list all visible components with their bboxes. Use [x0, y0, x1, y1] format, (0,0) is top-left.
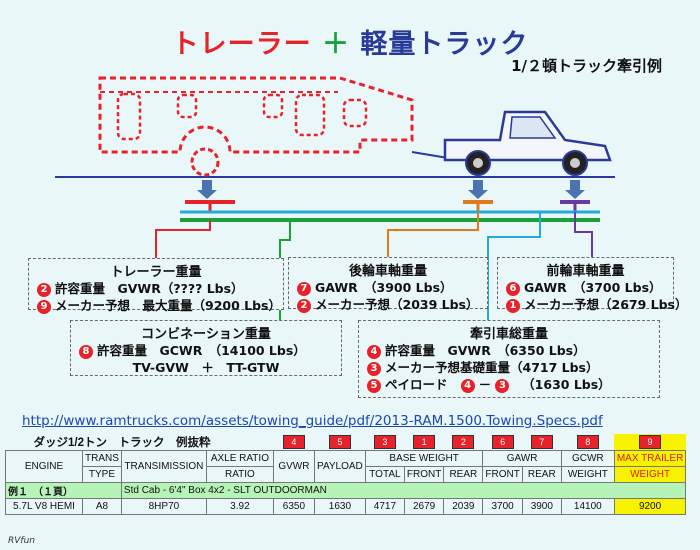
hitch: [412, 152, 448, 158]
col-header: FRONT: [483, 467, 522, 483]
box-heading: コンビネーション重量: [71, 323, 341, 342]
number-badge: 9: [639, 435, 661, 449]
table-cell: 5.7L V8 HEMI: [6, 499, 83, 515]
box-row: TV-GVW ＋ TT-GTW: [71, 359, 341, 376]
col-header: WEIGHT: [561, 467, 614, 483]
col-header: FRONT: [404, 467, 443, 483]
col-header: ENGINE: [6, 451, 83, 483]
col-header: TRANSIMISSION: [121, 451, 206, 483]
col-header: REAR: [522, 467, 561, 483]
number-badge: 5: [367, 379, 381, 393]
number-badge: 3: [495, 379, 509, 393]
box-heading: 前輪車軸重量: [498, 260, 673, 279]
number-badge: 1: [506, 299, 520, 313]
col-header: RATIO: [206, 467, 273, 483]
number-badge: 4: [461, 379, 475, 393]
table-cell: 6350: [273, 499, 314, 515]
box-heading: トレーラー重量: [29, 261, 283, 280]
col-header: TYPE: [83, 467, 122, 483]
col-header: TOTAL: [365, 467, 404, 483]
number-badge: 2: [37, 283, 51, 297]
col-header: REAR: [444, 467, 483, 483]
spec-table-wrap: ダッジ1/2トン トラック 例抜粋 4 5 3 1 2 6 7 8 9 ENGI…: [5, 434, 686, 515]
table-cell: A8: [83, 499, 122, 515]
arrow-down-icon: [197, 180, 217, 199]
trailer-window: [344, 100, 366, 126]
table-cell: 4717: [365, 499, 404, 515]
col-header: GAWR: [483, 451, 561, 467]
spec-table: ダッジ1/2トン トラック 例抜粋 4 5 3 1 2 6 7 8 9 ENGI…: [5, 434, 686, 515]
col-header: PAYLOAD: [314, 451, 365, 483]
table-cell: 8HP70: [121, 499, 206, 515]
box-heading: 後輪車軸重量: [289, 260, 487, 279]
trailer-window: [178, 95, 196, 117]
truck-hub: [473, 158, 483, 168]
truck-hub: [570, 158, 580, 168]
table-cell: 3700: [483, 499, 522, 515]
number-badge: 5: [329, 435, 351, 449]
trailer-window: [296, 95, 324, 135]
number-badge: 8: [79, 345, 93, 359]
table-cell: 2679: [404, 499, 443, 515]
col-header: GCWR: [561, 451, 614, 467]
table-caption: ダッジ1/2トン トラック 例抜粋: [6, 434, 274, 451]
col-header: GVWR: [273, 451, 314, 483]
number-badge: 3: [367, 362, 381, 376]
number-badge: 4: [367, 345, 381, 359]
number-badge: 2: [297, 299, 311, 313]
number-badge: 1: [413, 435, 435, 449]
number-badge: 6: [506, 282, 520, 296]
table-cell: 1630: [314, 499, 365, 515]
example-label: 例１ （１頁）: [6, 483, 122, 499]
towing-guide-link[interactable]: http://www.ramtrucks.com/assets/towing_g…: [22, 413, 603, 429]
number-badge: 8: [577, 435, 599, 449]
table-cell: 3.92: [206, 499, 273, 515]
trailer-window: [264, 95, 282, 117]
box-heading: 牽引車総重量: [359, 323, 659, 342]
table-cell: 14100: [561, 499, 614, 515]
col-header: BASE WEIGHT: [365, 451, 482, 467]
col-header: AXLE RATIO: [206, 451, 273, 467]
number-badge: 7: [531, 435, 553, 449]
table-cell: 3900: [522, 499, 561, 515]
trailer-connector: [156, 220, 210, 262]
col-header: TRANS: [83, 451, 122, 467]
number-badge: 6: [492, 435, 514, 449]
number-badge: 2: [452, 435, 474, 449]
col-header: WEIGHT: [614, 467, 686, 483]
signature: RVfun: [8, 536, 35, 546]
number-badge: 9: [37, 300, 51, 314]
table-row: 例１ （１頁） Std Cab - 6'4" Box 4x2 - SLT OUT…: [6, 483, 686, 499]
table-row: 5.7L V8 HEMI A8 8HP70 3.92 6350 1630 471…: [6, 499, 686, 515]
table-cell: 2039: [444, 499, 483, 515]
col-header: MAX TRAILER: [614, 451, 686, 467]
arrow-down-icon: [468, 180, 488, 199]
box-row: 6GAWR （3700 Lbs）: [506, 279, 673, 296]
trailer-wheel: [192, 149, 218, 175]
example-desc: Std Cab - 6'4" Box 4x2 - SLT OUTDOORMAN: [121, 483, 685, 499]
table-cell: 9200: [614, 499, 686, 515]
number-badge: 7: [297, 282, 311, 296]
trailer-door: [118, 94, 140, 139]
arrow-down-icon: [565, 180, 585, 199]
number-badge: 4: [283, 435, 305, 449]
number-badge: 3: [374, 435, 396, 449]
